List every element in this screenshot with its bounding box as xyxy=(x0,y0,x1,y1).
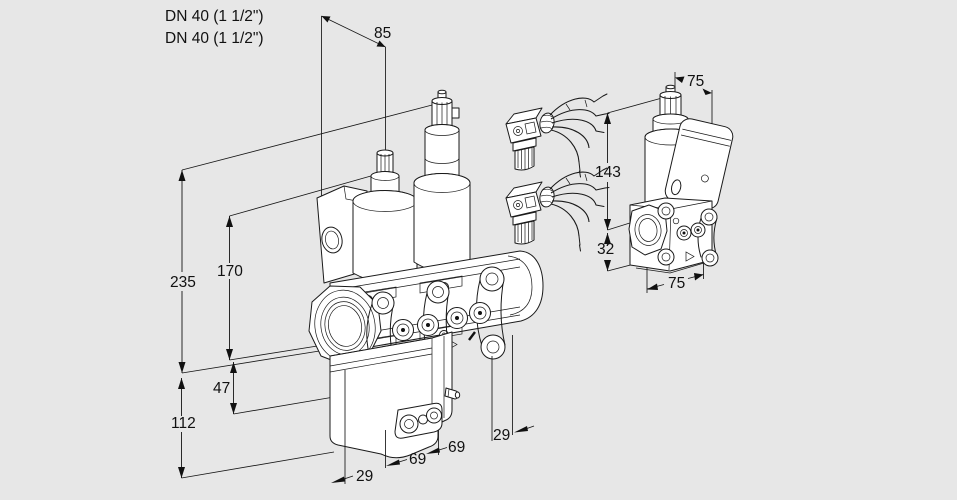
valve-body xyxy=(308,250,544,377)
solenoid-coil-left xyxy=(352,149,418,284)
cable-connector-top xyxy=(505,93,610,178)
dim-29-left: 29 xyxy=(331,468,373,485)
cable-connector-bottom xyxy=(505,167,610,252)
dim-label-85: 85 xyxy=(374,25,391,42)
port-plate xyxy=(394,402,443,439)
dim-label-75-top: 75 xyxy=(687,73,704,90)
dim-69-left: 69 xyxy=(386,451,426,468)
inlet-flange xyxy=(308,285,382,366)
override-cover xyxy=(664,118,734,210)
side-valve-drawing xyxy=(628,84,734,274)
dn-label-bottom: DN 40 (1 1/2") xyxy=(165,30,264,47)
dimensions-main: 85 235 170 47 112 xyxy=(170,16,535,485)
dim-85: 85 xyxy=(321,16,391,47)
pressure-test-bosses xyxy=(392,302,491,341)
dim-label-235: 235 xyxy=(170,274,196,291)
dim-170: 170 xyxy=(217,216,243,360)
solenoid-coil-right xyxy=(413,89,471,272)
main-valve-drawing xyxy=(308,89,544,459)
dim-32: 32 xyxy=(597,233,614,271)
dim-label-143: 143 xyxy=(595,164,621,181)
dim-label-112: 112 xyxy=(171,415,196,432)
dim-label-29-right: 29 xyxy=(493,427,510,444)
dim-label-47: 47 xyxy=(213,380,230,397)
side-valve-body xyxy=(628,197,719,274)
dn-label-top: DN 40 (1 1/2") xyxy=(165,8,264,25)
dimensions-side: 75 143 32 75 xyxy=(595,73,712,292)
dim-label-69-left: 69 xyxy=(409,451,426,468)
dim-label-75-bottom: 75 xyxy=(668,275,685,292)
dim-label-170: 170 xyxy=(217,263,243,280)
dim-label-29-left: 29 xyxy=(356,468,373,485)
dim-75-bottom: 75 xyxy=(646,273,704,292)
dim-143: 143 xyxy=(595,113,621,230)
dim-47: 47 xyxy=(213,362,237,414)
dim-label-69-right: 69 xyxy=(448,439,465,456)
dim-235: 235 xyxy=(170,170,196,373)
actuator-base xyxy=(329,331,461,459)
dim-label-32: 32 xyxy=(597,241,614,258)
dim-75-top: 75 xyxy=(675,73,712,95)
dim-112: 112 xyxy=(171,378,196,478)
dim-29-right: 29 xyxy=(493,425,535,444)
dim-69-right: 69 xyxy=(426,439,465,456)
extension-lines-under xyxy=(181,15,713,479)
side-nipple xyxy=(444,387,461,400)
port-size-labels: DN 40 (1 1/2") DN 40 (1 1/2") xyxy=(165,8,264,47)
